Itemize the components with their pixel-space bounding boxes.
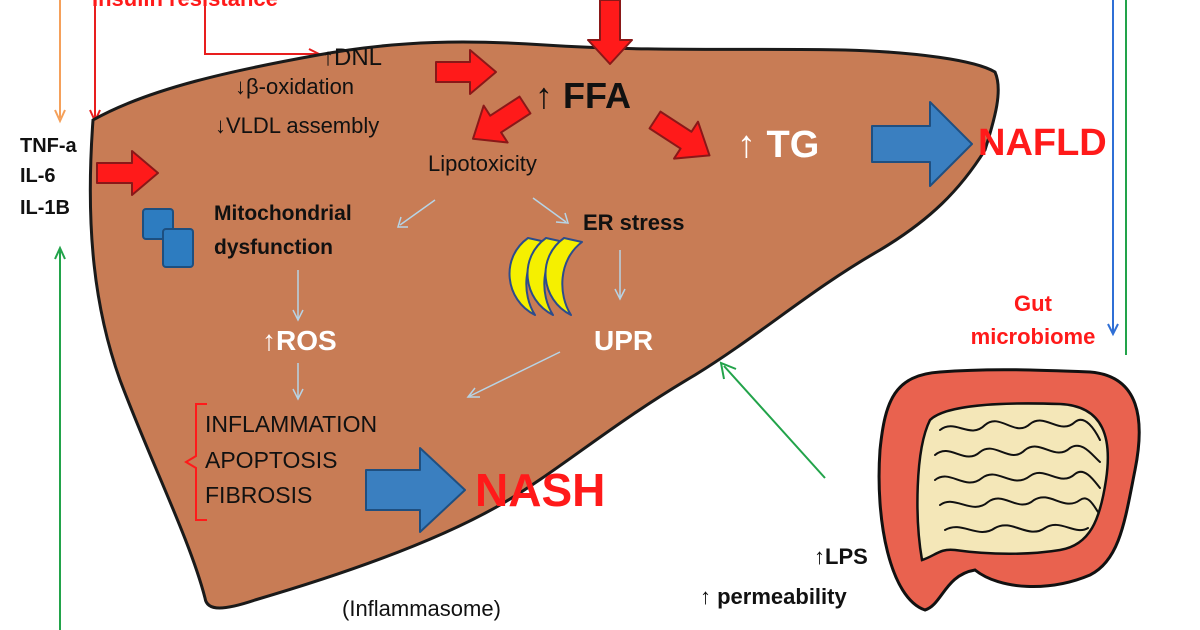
cytokine-to-liver-arrow xyxy=(96,150,159,196)
inflammation-label: INFLAMMATION xyxy=(205,411,378,437)
upr-label: UPR xyxy=(594,325,654,356)
red-block-arrows xyxy=(96,0,711,196)
nafld-label: NAFLD xyxy=(978,122,1107,164)
apoptosis-label: APOPTOSIS xyxy=(205,447,338,473)
permeability-label: ↑ permeability xyxy=(700,584,847,609)
inflammasome-label: (Inflammasome) xyxy=(342,596,501,621)
inflammation-to-nash-arrow xyxy=(365,447,466,533)
inflammation-bracket xyxy=(184,403,207,521)
lps-label: ↑LPS xyxy=(814,544,868,569)
ros-label: ↑ROS xyxy=(262,325,337,356)
er-stress-icon xyxy=(508,237,583,316)
vldl-assembly-label: ↓VLDL assembly xyxy=(215,113,380,138)
nash-label: NASH xyxy=(475,464,606,516)
liver-shape xyxy=(88,40,1000,610)
dnl-to-ffa-arrow xyxy=(435,49,497,95)
er-stress-label: ER stress xyxy=(583,210,685,235)
gut-microbiome-icon xyxy=(877,368,1141,612)
fibrosis-label: FIBROSIS xyxy=(205,482,313,508)
pale-arrows xyxy=(292,197,626,401)
input-lines xyxy=(54,0,1127,630)
ffa-label: ↑ FFA xyxy=(535,75,631,116)
dysfunction-label: dysfunction xyxy=(214,236,333,259)
mitochondria-icon xyxy=(142,208,194,268)
tnf-label: TNF-a xyxy=(20,135,77,157)
dnl-label: ↑DNL xyxy=(322,44,383,71)
insulin-to-dnl-line xyxy=(204,0,318,55)
mitochondrial-label: Mitochondrial xyxy=(214,202,352,225)
blue-block-arrows xyxy=(365,101,973,533)
il1b-label: IL-1B xyxy=(20,197,70,219)
tg-to-nafld-arrow xyxy=(871,101,973,187)
beta-oxidation-label: ↓β-oxidation xyxy=(235,74,355,99)
top-down-arrow xyxy=(587,0,633,65)
lipotoxicity-label: Lipotoxicity xyxy=(428,151,537,176)
gut-label: Gut xyxy=(1014,291,1052,316)
insulin-resistance-label: Insulin resistance xyxy=(92,0,278,10)
ffa-to-lipotoxicity-arrow xyxy=(472,95,532,144)
ffa-to-tg-arrow xyxy=(648,110,711,160)
microbiome-label: microbiome xyxy=(970,324,1096,349)
tg-label: ↑ TG xyxy=(737,124,820,166)
lps-to-liver-line xyxy=(723,365,826,479)
il6-label: IL-6 xyxy=(20,165,56,187)
